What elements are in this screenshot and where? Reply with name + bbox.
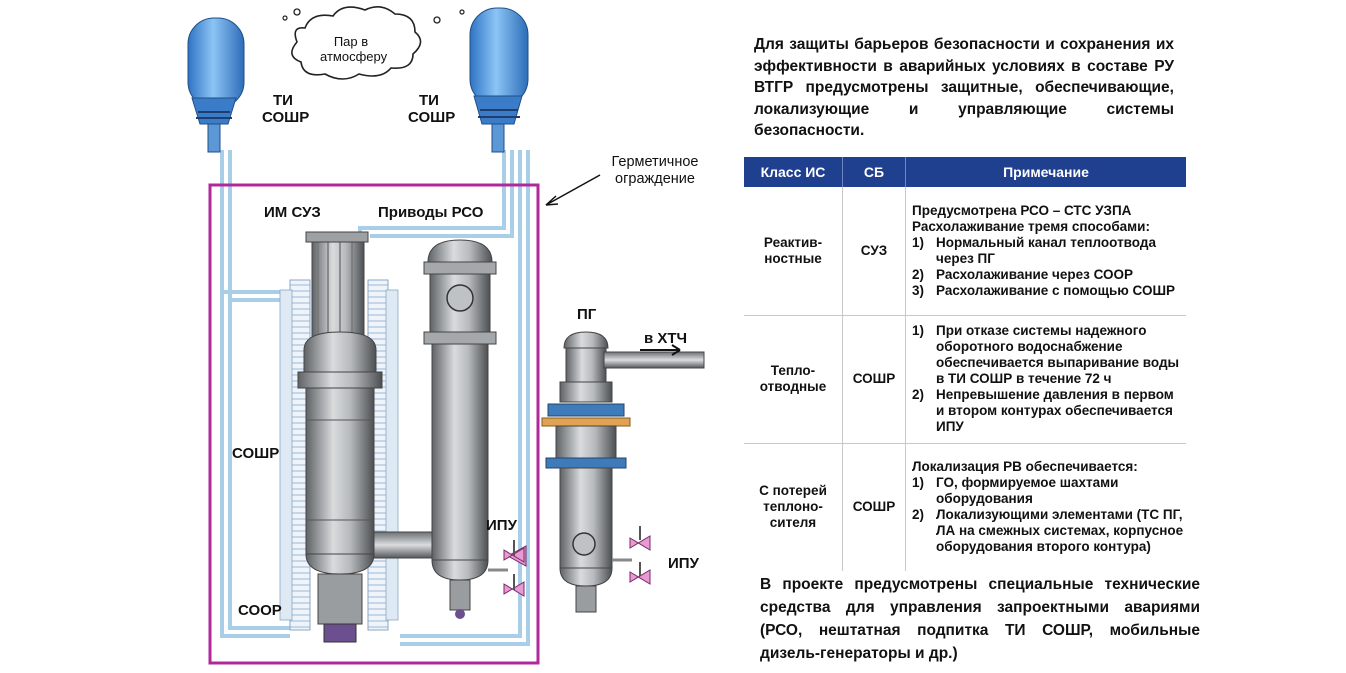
list-item: 1)Нормальный канал теплоотвода через ПГ — [912, 234, 1156, 266]
ti-soshr-right-label: ТИ СОШР — [408, 92, 456, 126]
row-class: Реактив-ностные — [744, 187, 843, 316]
cooling-pipes — [220, 150, 530, 646]
soshr-label: СОШР — [232, 445, 280, 462]
cloud-label: Пар в атмосферу — [320, 34, 388, 64]
hot-duct — [373, 531, 435, 559]
containment-arrow — [545, 174, 601, 206]
table-row: Реактив-ностные СУЗ Предусмотрена РСО – … — [744, 187, 1186, 316]
list-item: 3)Расхолаживание с помощью СОШР — [912, 282, 1176, 298]
ti-soshr-tank-right — [469, 7, 529, 153]
steam-cloud — [282, 6, 465, 80]
row-sb: СОШР — [842, 315, 906, 444]
ipu-valves-right — [612, 526, 651, 585]
reactor-safety-diagram — [187, 6, 705, 665]
list-item: 2)Расхолаживание через СООР — [912, 266, 1134, 282]
intro-paragraph: Для защиты барьеров безопасности и сохра… — [754, 36, 1174, 139]
containment-boundary — [208, 183, 540, 665]
middle-vessel — [423, 239, 497, 619]
row-note: Локализация РВ обеспечивается: 1)ГО, фор… — [906, 443, 1187, 571]
header-note: Примечание — [905, 157, 1186, 187]
row-class: С потерей теплоно-сителя — [744, 443, 843, 571]
header-class: Класс ИС — [744, 157, 843, 187]
to-htch-label: в ХТЧ — [644, 330, 688, 347]
row-class: Тепло-отводные — [744, 315, 843, 444]
header-sb: СБ — [842, 157, 906, 187]
outro-paragraph: В проекте предусмотрены специальные техн… — [760, 576, 1200, 662]
reactor-vessel — [297, 231, 383, 643]
list-item: 1)ГО, формируемое шахтами оборудования — [912, 475, 1119, 507]
rso-drives-label: Приводы РСО — [378, 204, 484, 221]
row-sb: СУЗ — [842, 187, 906, 316]
table-header-row: Класс ИС СБ Примечание — [744, 157, 1186, 187]
table-row: С потерей теплоно-сителя СОШР Локализаци… — [744, 443, 1186, 571]
steam-generator — [541, 331, 705, 613]
list-item: 1)При отказе системы надежного оборотног… — [912, 323, 1180, 386]
ti-soshr-tank-left — [187, 17, 245, 153]
soor-label: СООР — [238, 602, 282, 619]
safety-systems-table: Класс ИС СБ Примечание Реактив-ностные С… — [744, 157, 1186, 571]
list-item: 2)Непревышение давления в первом и второ… — [912, 387, 1174, 434]
note-title: Предусмотрена РСО – СТС УЗПА Расхолажива… — [912, 202, 1150, 234]
ti-soshr-left-label: ТИ СОШР — [262, 92, 310, 126]
row-note: 1)При отказе системы надежного оборотног… — [905, 315, 1186, 444]
containment-label: Герметичное ограждение — [611, 154, 699, 187]
im-suz-label: ИМ СУЗ — [264, 204, 321, 221]
list-item: 2)Локализующими элементами (ТС ПГ, ЛА на… — [912, 507, 1184, 555]
table-row: Тепло-отводные СОШР 1)При отказе системы… — [744, 315, 1186, 444]
ipu-right-label: ИПУ — [668, 555, 699, 572]
pg-label: ПГ — [577, 306, 597, 323]
ipu-center-label: ИПУ — [486, 517, 517, 534]
row-note: Предусмотрена РСО – СТС УЗПА Расхолажива… — [905, 187, 1186, 316]
row-sb: СОШР — [842, 443, 906, 571]
ipu-valves-center — [488, 540, 527, 597]
note-title: Локализация РВ обеспечивается: — [912, 459, 1138, 475]
